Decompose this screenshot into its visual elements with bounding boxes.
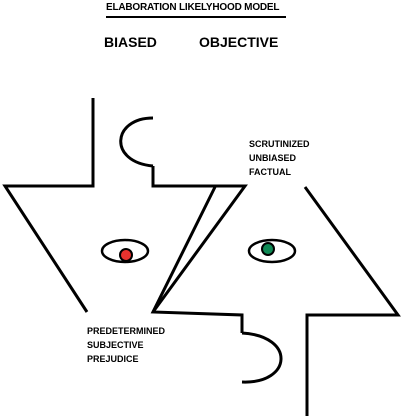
objective-nose-curve	[241, 331, 283, 384]
biased-trait-item: PREDETERMINED	[87, 326, 166, 336]
biased-nose-curve	[119, 116, 154, 168]
objective-trait-item: SCRUTINIZED	[249, 139, 310, 149]
diagram-title: ELABORATION LIKELYHOOD MODEL	[106, 2, 280, 13]
biased-eye-iris	[119, 248, 133, 262]
biased-arrow-outline	[2, 98, 95, 313]
objective-eye-iris	[261, 242, 275, 256]
objective-arrow-outline	[303, 186, 401, 416]
heading-biased: BIASED	[104, 34, 157, 50]
heading-objective: OBJECTIVE	[199, 34, 279, 50]
biased-trait-item: SUBJECTIVE	[87, 340, 144, 350]
objective-trait-item: FACTUAL	[249, 167, 291, 177]
biased-arrow-right-edge	[151, 166, 248, 313]
biased-trait-item: PREJUDICE	[87, 354, 139, 364]
objective-trait-list: SCRUTINIZED UNBIASED FACTUAL	[249, 137, 310, 179]
biased-trait-list: PREDETERMINED SUBJECTIVE PREJUDICE	[87, 324, 165, 366]
title-underline	[106, 16, 286, 18]
objective-arrow-left-edge	[150, 186, 244, 333]
objective-trait-item: UNBIASED	[249, 153, 297, 163]
objective-figure	[150, 186, 401, 416]
biased-figure	[2, 98, 248, 313]
